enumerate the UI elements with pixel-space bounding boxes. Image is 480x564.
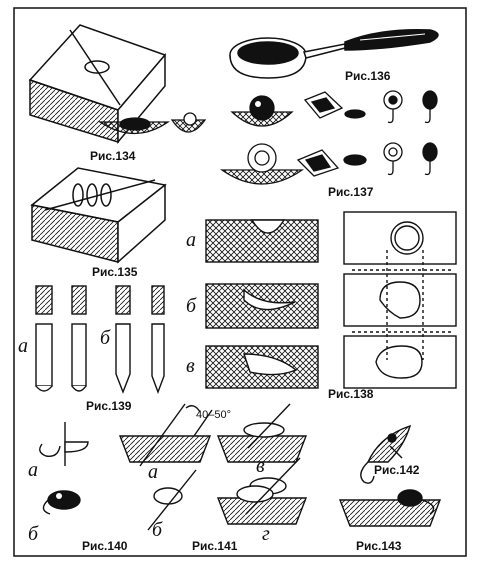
fig140-sketches xyxy=(39,422,89,515)
fig137-caption: Рис.137 xyxy=(328,185,374,199)
fig143-section xyxy=(338,489,442,527)
fig139-sticks xyxy=(35,285,165,394)
fig141-sections xyxy=(118,403,308,531)
fig141-letter-g: г xyxy=(262,523,270,545)
fig135-caption: Рис.135 xyxy=(92,265,138,279)
fig136-caption: Рис.136 xyxy=(345,69,391,83)
fig142-caption: Рис.142 xyxy=(374,463,420,477)
fig134-block xyxy=(28,24,167,145)
fig137-row-one xyxy=(230,90,438,127)
fig143-caption: Рис.143 xyxy=(356,539,402,553)
fig139-letter-b: б xyxy=(100,327,111,349)
fig142-lure xyxy=(360,424,412,484)
fig140-caption: Рис.140 xyxy=(82,539,128,553)
fig138-caption: Рис.138 xyxy=(328,387,374,401)
fig134-slot-sections xyxy=(97,112,207,135)
fig139-caption: Рис.139 xyxy=(86,399,132,413)
fig138-letter-b: б xyxy=(186,295,197,317)
fig134-caption: Рис.134 xyxy=(90,149,136,163)
fig141-letter-v: в xyxy=(256,455,265,477)
outer-frame xyxy=(13,7,467,557)
fig137-row-two xyxy=(219,142,438,185)
fig140-letter-b: б xyxy=(28,523,39,545)
fig140-letter-a: а xyxy=(28,459,38,481)
fig141-caption: Рис.141 xyxy=(192,539,238,553)
fig139-letter-a: а xyxy=(18,335,28,357)
fig141-angle-label: 40–50° xyxy=(196,409,231,421)
fig141-letter-a: а xyxy=(148,461,158,483)
fig138-section-plates xyxy=(205,219,319,389)
fig135-block xyxy=(30,167,167,264)
fig138-plan-plates xyxy=(343,211,457,389)
fig138-letter-v: в xyxy=(186,355,195,377)
fig136-spoon xyxy=(229,29,439,79)
fig138-letter-a: а xyxy=(186,229,196,251)
fig141-letter-b: б xyxy=(152,519,163,541)
